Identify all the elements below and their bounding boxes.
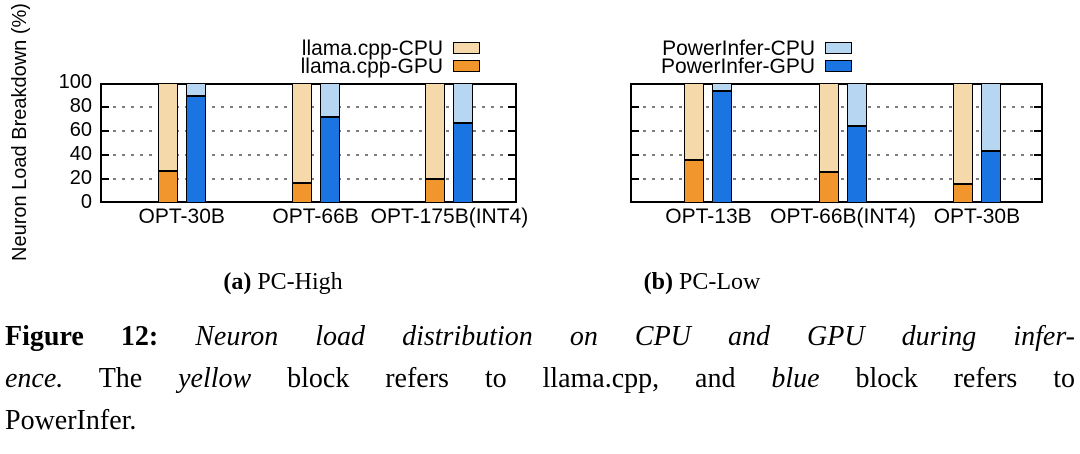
caption-line-1: Figure 12: Neuron load distribution on C… [5, 316, 1075, 358]
subcaption-a-index: (a) [223, 269, 252, 295]
bar-segment-llama.cpp-CPU-OPT-30B [952, 83, 973, 184]
x-category-label-OPT-13B: OPT-13B [665, 205, 752, 228]
ytick-mark-right-80 [508, 106, 515, 108]
bar-segment-llama.cpp-GPU-OPT-30B [952, 183, 973, 203]
legend-swatch-llama.cpp-GPU [453, 60, 480, 72]
bar-segment-llama.cpp-CPU-OPT-175B(INT4) [425, 83, 446, 179]
caption-segment: Figure 12: [5, 321, 159, 352]
legend-label-PowerInfer-CPU: PowerInfer-CPU [662, 37, 815, 60]
bar-segment-llama.cpp-CPU-OPT-66B [291, 83, 312, 183]
ytick-mark-left-20 [632, 178, 639, 180]
bar-segment-PowerInfer-CPU-OPT-13B [712, 83, 733, 92]
x-category-label-OPT-66B: OPT-66B [272, 205, 359, 228]
ytick-mark-left-40 [632, 154, 639, 156]
caption-segment: ence. [5, 363, 64, 394]
bar-segment-PowerInfer-GPU-OPT-66B(INT4) [847, 126, 868, 203]
ytick-mark-right-60 [508, 130, 515, 132]
legend-row-llama.cpp-GPU: llama.cpp-GPU [0, 56, 480, 77]
ytick-label-80: 80 [69, 95, 92, 117]
caption-segment: yellow [178, 363, 252, 394]
caption-segment: Neuron load distribution on CPU and GPU … [195, 321, 1075, 352]
bar-segment-llama.cpp-CPU-OPT-30B [157, 83, 178, 171]
bar-segment-PowerInfer-GPU-OPT-175B(INT4) [453, 122, 474, 203]
bar-segment-llama.cpp-GPU-OPT-175B(INT4) [425, 179, 446, 203]
legend-label-PowerInfer-GPU: PowerInfer-GPU [660, 55, 815, 78]
caption-segment: block refers to [819, 363, 1075, 394]
x-category-label-OPT-175B(INT4): OPT-175B(INT4) [370, 205, 529, 228]
caption-segment: blue [771, 363, 820, 394]
ytick-mark-right-20 [508, 178, 515, 180]
bar-segment-llama.cpp-CPU-OPT-66B(INT4) [819, 83, 840, 172]
ytick-label-20: 20 [69, 167, 92, 189]
bar-segment-llama.cpp-GPU-OPT-66B [291, 182, 312, 203]
bar-segment-llama.cpp-GPU-OPT-30B [157, 170, 178, 203]
bar-segment-PowerInfer-GPU-OPT-30B [185, 96, 206, 203]
ytick-mark-left-80 [632, 106, 639, 108]
bar-segment-PowerInfer-CPU-OPT-66B [319, 83, 340, 117]
caption-segment: PowerInfer. [5, 405, 137, 436]
caption-segment: The [63, 363, 179, 394]
bar-segment-llama.cpp-GPU-OPT-13B [684, 159, 705, 203]
ytick-mark-left-20 [102, 178, 109, 180]
bar-segment-PowerInfer-CPU-OPT-66B(INT4) [847, 83, 868, 127]
ytick-mark-right-80 [1034, 106, 1041, 108]
bar-segment-llama.cpp-CPU-OPT-13B [684, 83, 705, 160]
ytick-mark-left-60 [102, 130, 109, 132]
caption-segment [158, 321, 195, 352]
ytick-label-100: 100 [58, 71, 92, 93]
caption-line-3: PowerInfer. [5, 400, 1075, 442]
x-category-label-OPT-30B: OPT-30B [933, 205, 1021, 228]
legend-swatch-PowerInfer-CPU [825, 42, 852, 54]
ytick-mark-left-40 [102, 154, 109, 156]
ytick-mark-right-20 [1034, 178, 1041, 180]
ytick-mark-right-40 [508, 154, 515, 156]
subcaption-panel-a: (a) PC-High [223, 269, 342, 296]
ytick-label-40: 40 [69, 143, 92, 165]
subcaption-panel-b: (b) PC-Low [644, 269, 761, 296]
caption-line-2: ence. The yellow block refers to llama.c… [5, 358, 1075, 400]
subcaption-a-label: PC-High [251, 269, 343, 295]
bar-segment-PowerInfer-GPU-OPT-66B [319, 116, 340, 203]
figure-caption: Figure 12: Neuron load distribution on C… [5, 316, 1075, 442]
legend-row-PowerInfer-CPU: PowerInfer-CPU [0, 38, 852, 59]
legend-swatch-llama.cpp-CPU [453, 42, 480, 54]
bar-segment-PowerInfer-CPU-OPT-30B [980, 83, 1001, 152]
legend-row-PowerInfer-GPU: PowerInfer-GPU [0, 56, 852, 77]
x-category-label-OPT-66B(INT4): OPT-66B(INT4) [770, 205, 917, 228]
bar-segment-llama.cpp-GPU-OPT-66B(INT4) [819, 171, 840, 203]
ytick-mark-left-60 [632, 130, 639, 132]
bar-segment-PowerInfer-GPU-OPT-30B [980, 151, 1001, 203]
caption-segment: block refers to llama.cpp, and [251, 363, 772, 394]
legend-label-llama.cpp-GPU: llama.cpp-GPU [300, 55, 443, 78]
legend-row-llama.cpp-CPU: llama.cpp-CPU [0, 38, 480, 59]
bar-segment-PowerInfer-GPU-OPT-13B [712, 91, 733, 203]
subcaption-b-label: PC-Low [673, 269, 761, 295]
legend-label-llama.cpp-CPU: llama.cpp-CPU [301, 37, 443, 60]
legend-swatch-PowerInfer-GPU [825, 60, 852, 72]
x-category-label-OPT-30B: OPT-30B [138, 205, 225, 228]
ytick-mark-right-40 [1034, 154, 1041, 156]
ytick-label-60: 60 [69, 119, 92, 141]
ytick-mark-right-60 [1034, 130, 1041, 132]
ytick-mark-left-80 [102, 106, 109, 108]
y-axis-title: Neuron Load Breakdown (%) [9, 3, 31, 261]
ytick-label-0: 0 [80, 191, 92, 213]
bar-segment-PowerInfer-CPU-OPT-175B(INT4) [453, 83, 474, 123]
bar-segment-PowerInfer-CPU-OPT-30B [185, 83, 206, 97]
subcaption-b-index: (b) [643, 269, 673, 295]
